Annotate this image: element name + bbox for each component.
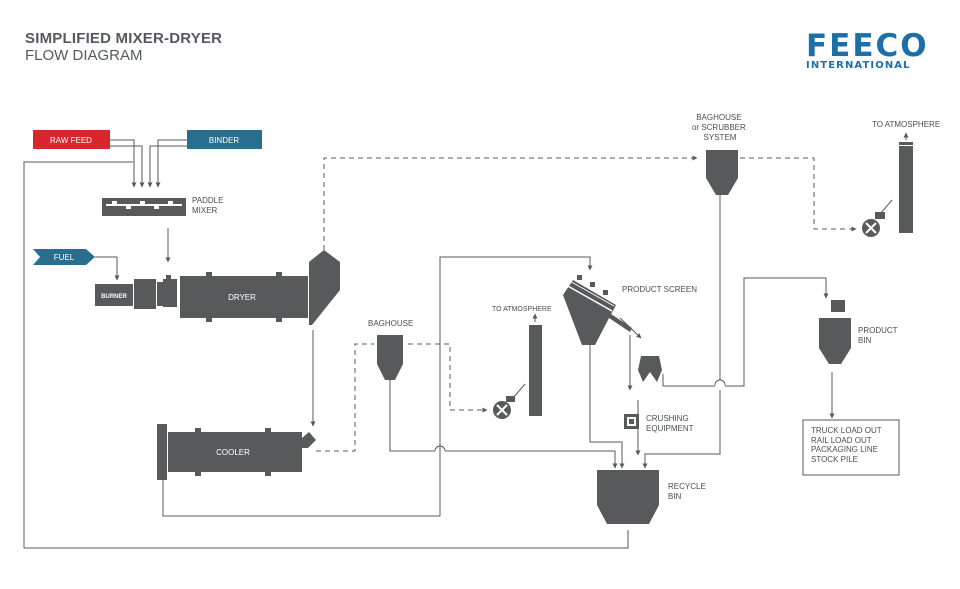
product-bin (819, 300, 851, 364)
title-line-1: SIMPLIFIED MIXER-DRYER (25, 30, 223, 47)
binder-line-1 (155, 139, 187, 188)
fan-1 (493, 383, 526, 419)
line-jump-2 (714, 379, 726, 386)
stack-1 (529, 328, 542, 416)
baghouse-label: BAGHOUSE (368, 319, 413, 328)
baghouse-to-bin-line-2 (445, 450, 618, 469)
cooler-to-screen-line (162, 256, 593, 517)
destination-item: TRUCK LOAD OUT (811, 426, 882, 435)
baghouse-to-bin-line (389, 380, 435, 452)
recycle-loop-line (23, 161, 629, 549)
baghouse-scrubber-to-bin-line (642, 390, 721, 469)
cooler-label: COOLER (216, 448, 250, 457)
binder-box (187, 130, 262, 149)
product-line (662, 374, 715, 387)
logo-main-text: FEECO (806, 28, 929, 64)
fuel-line (95, 256, 120, 281)
crushing-equipment (624, 414, 639, 429)
destinations-box (802, 419, 900, 476)
fuel-box (33, 249, 95, 265)
baghouse-to-fan-line (408, 343, 488, 413)
destination-item: PACKAGING LINE (811, 445, 878, 454)
baghouse (377, 335, 403, 380)
paddle-mixer (102, 198, 186, 216)
binder-label: BINDER (209, 136, 239, 145)
logo-sub-text: INTERNATIONAL (806, 60, 911, 71)
dryer-label: DRYER (228, 293, 256, 302)
fan-2 (862, 199, 893, 237)
destination-item: RAIL LOAD OUT (811, 435, 872, 445)
fuel-label: FUEL (54, 253, 75, 262)
screen-fines-line (589, 330, 625, 469)
raw-feed-line-2 (110, 145, 145, 188)
crushing-equipment-label: CRUSHING EQUIPMENT (646, 414, 694, 433)
product-screen (563, 275, 632, 345)
stack-2 (899, 146, 913, 233)
line-jump (434, 445, 446, 452)
feeco-logo: FEECO INTERNATIONAL (806, 28, 932, 72)
binder-line-2 (147, 145, 187, 188)
recycle-bin (597, 470, 659, 524)
baghouse-scrubber (706, 150, 738, 195)
cooler-exhaust-line (316, 343, 374, 452)
paddle-mixer-label: PADDLE MIXER (192, 196, 226, 215)
to-atmosphere-label-2: TO ATMOSPHERE (872, 120, 940, 129)
recycle-bin-label: RECYCLE BIN (668, 482, 708, 501)
to-atmosphere-label-1: TO ATMOSPHERE (492, 306, 552, 313)
sizer (638, 356, 662, 382)
product-to-bin-line (725, 277, 829, 387)
destination-item: STOCK PILE (811, 454, 858, 464)
dryer-assembly (95, 250, 340, 325)
dryer-exhaust-line (323, 155, 698, 250)
cooler (157, 424, 316, 480)
diagram-title: SIMPLIFIED MIXER-DRYER FLOW DIAGRAM (25, 30, 222, 64)
raw-feed-line-1 (110, 139, 137, 188)
product-screen-label: PRODUCT SCREEN (622, 285, 697, 294)
baghouse-scrubber-label: BAGHOUSE or SCRUBBER SYSTEM (692, 113, 748, 142)
raw-feed-box (33, 130, 110, 149)
burner-label: BURNER (101, 294, 127, 300)
scrubber-to-fan-line (740, 157, 857, 232)
destinations-list: TRUCK LOAD OUT RAIL LOAD OUT PACKAGING L… (811, 426, 882, 464)
title-line-2: FLOW DIAGRAM (25, 47, 143, 64)
raw-feed-label: RAW FEED (50, 136, 92, 145)
product-bin-label: PRODUCT BIN (858, 326, 900, 345)
